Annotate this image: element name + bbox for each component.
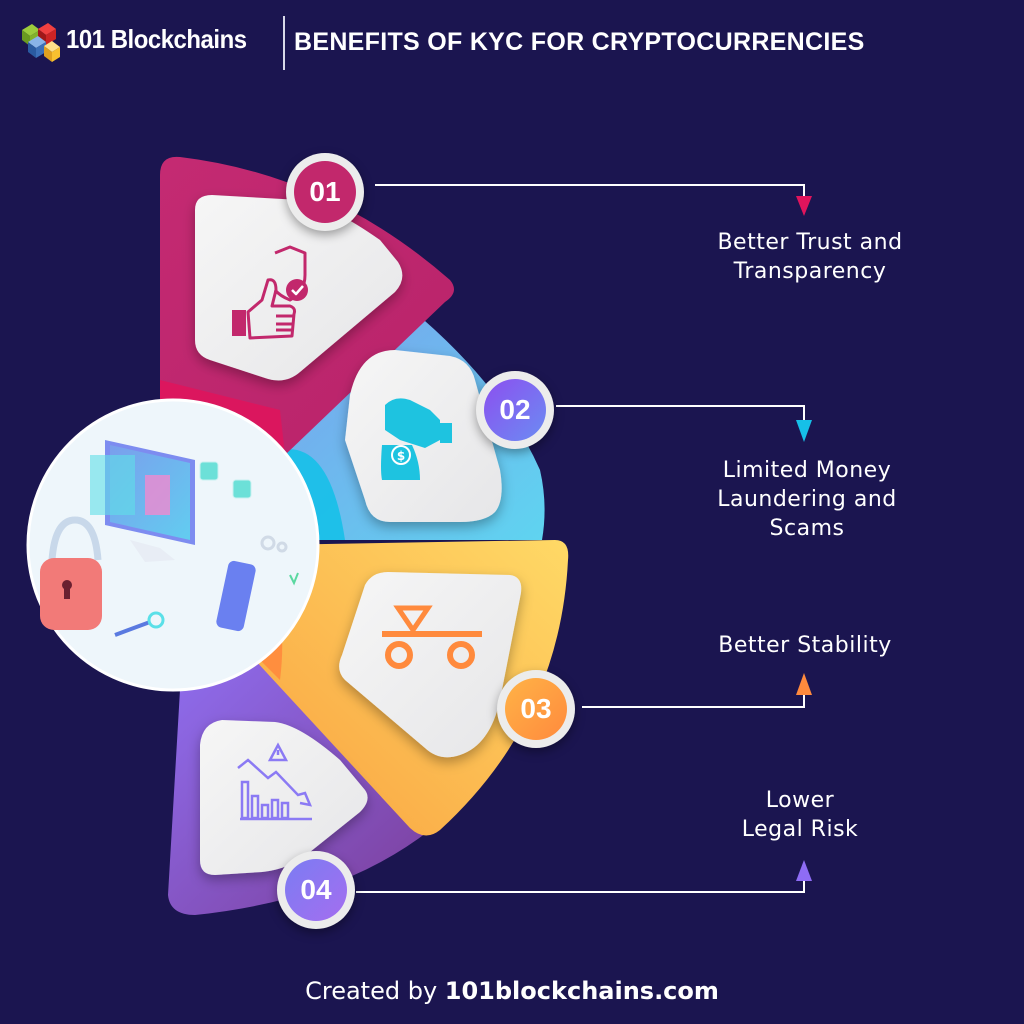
balance-stability-icon	[382, 605, 482, 669]
footer-site-link[interactable]: 101blockchains.com	[444, 977, 719, 1005]
arrow-1	[796, 196, 812, 216]
step-label-3: Better Stability	[718, 633, 892, 658]
step-badge-2: 02	[476, 371, 554, 449]
declining-chart-warning-icon	[237, 742, 313, 821]
step-badge-3: 03	[497, 670, 575, 748]
shield-thumbs-up-icon	[232, 245, 308, 340]
hand-money-bag-icon: $	[381, 398, 452, 480]
step-label-4: Lower Legal Risk	[741, 788, 859, 842]
arrow-2	[796, 420, 812, 442]
card-4	[200, 720, 368, 875]
arrow-3	[796, 673, 812, 695]
kyc-computer-lock-illustration	[26, 398, 320, 692]
card-3	[339, 572, 522, 758]
footer-credit: Created by 101blockchains.com	[305, 977, 719, 1005]
svg-text:$: $	[397, 449, 405, 463]
arrow-4	[796, 860, 812, 881]
logo-icon	[18, 20, 62, 64]
step-label-1: Better Trust and Transparency	[717, 230, 903, 284]
logo-text: 101 Blockchains	[66, 24, 247, 54]
header-divider	[283, 16, 285, 70]
step-badge-4: 04	[277, 851, 355, 929]
page-title: BENEFITS OF KYC FOR CRYPTOCURRENCIES	[294, 28, 865, 56]
step-badge-1: 01	[286, 153, 364, 231]
step-label-2: Limited Money Laundering and Scams	[717, 458, 897, 541]
